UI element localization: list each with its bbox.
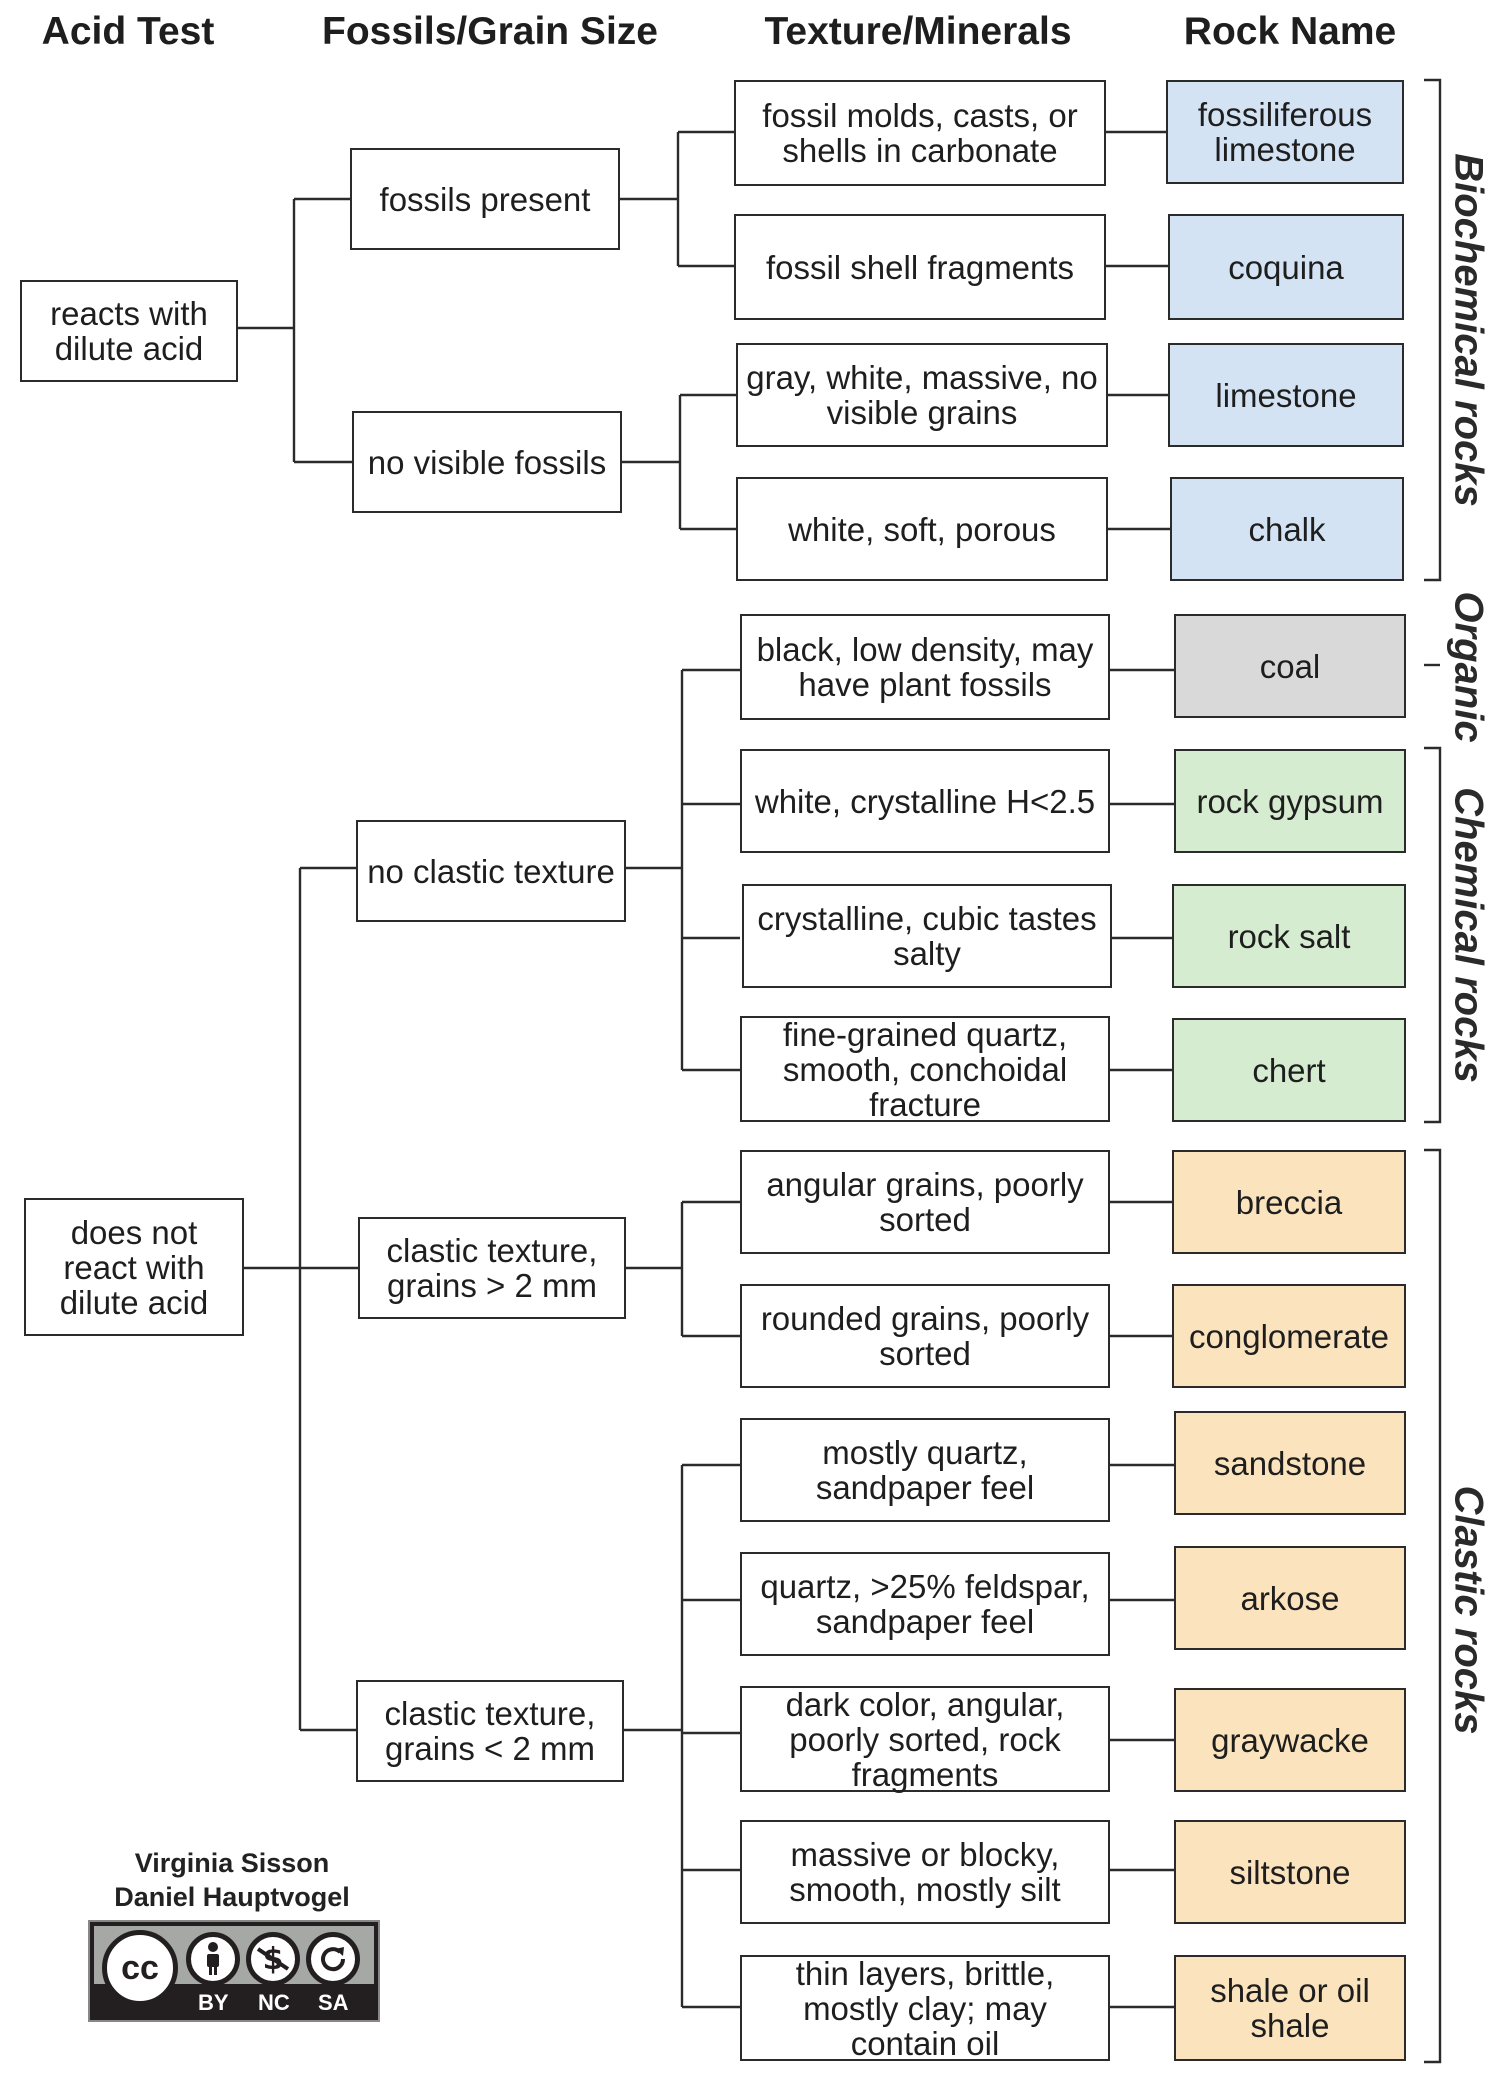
author-credit: Virginia Sisson <box>134 1848 330 1878</box>
node-no-clastic-texture: no clastic texture <box>356 820 626 922</box>
node-clastic-texture-lt2mm: clastic texture, grains < 2 mm <box>356 1680 624 1782</box>
group-label-organic: Organic <box>1446 591 1491 743</box>
cc-logo-icon: cc <box>102 1930 178 2006</box>
texture-box: black, low density, may have plant fossi… <box>740 614 1110 720</box>
node-fossils-present: fossils present <box>350 148 620 250</box>
rock-graywacke: graywacke <box>1174 1688 1406 1792</box>
texture-box: massive or blocky, smooth, mostly silt <box>740 1820 1110 1924</box>
license-by-label: BY <box>198 1990 229 2015</box>
rock-coquina: coquina <box>1168 214 1404 320</box>
texture-box: rounded grains, poorly sorted <box>740 1284 1110 1388</box>
texture-box: fossil molds, casts, or shells in carbon… <box>734 80 1106 186</box>
texture-box: thin layers, brittle, mostly clay; may c… <box>740 1955 1110 2061</box>
header-rock-name: Rock Name <box>1183 10 1397 53</box>
texture-box: mostly quartz, sandpaper feel <box>740 1418 1110 1522</box>
rock-rock-salt: rock salt <box>1172 884 1406 988</box>
texture-box: fine-grained quartz, smooth, conchoidal … <box>740 1016 1110 1122</box>
node-does-not-react: does not react with dilute acid <box>24 1198 244 1336</box>
creative-commons-badge: cc $ BY NC SA <box>88 1920 380 2022</box>
rock-limestone: limestone <box>1168 343 1404 447</box>
rock-conglomerate: conglomerate <box>1172 1284 1406 1388</box>
texture-box: angular grains, poorly sorted <box>740 1150 1110 1254</box>
texture-box: dark color, angular, poorly sorted, rock… <box>740 1686 1110 1792</box>
header-acid-test: Acid Test <box>41 10 215 53</box>
rock-breccia: breccia <box>1172 1150 1406 1254</box>
rock-rock-gypsum: rock gypsum <box>1174 749 1406 853</box>
rock-chert: chert <box>1172 1018 1406 1122</box>
rock-sandstone: sandstone <box>1174 1411 1406 1515</box>
rock-shale-or-oil-shale: shale or oil shale <box>1174 1955 1406 2061</box>
texture-box: quartz, >25% feldspar, sandpaper feel <box>740 1552 1110 1656</box>
noncommercial-dollar-icon: $ <box>246 1932 300 1986</box>
rock-siltstone: siltstone <box>1174 1820 1406 1924</box>
texture-box: fossil shell fragments <box>734 214 1106 320</box>
texture-box: crystalline, cubic tastes salty <box>742 884 1112 988</box>
attribution-person-icon <box>186 1932 240 1986</box>
sharealike-icon <box>306 1932 360 1986</box>
rock-fossiliferous-limestone: fossiliferous limestone <box>1166 80 1404 184</box>
license-sa-label: SA <box>318 1990 349 2015</box>
node-reacts-with-acid: reacts with dilute acid <box>20 280 238 382</box>
group-label-clastic: Clastic rocks <box>1446 1485 1491 1735</box>
texture-box: gray, white, massive, no visible grains <box>736 343 1108 447</box>
texture-box: white, soft, porous <box>736 477 1108 581</box>
author-credit: Daniel Hauptvogel <box>114 1882 350 1912</box>
license-nc-label: NC <box>258 1990 290 2015</box>
header-texture-minerals: Texture/Minerals <box>764 10 1072 53</box>
node-no-visible-fossils: no visible fossils <box>352 411 622 513</box>
group-label-chemical: Chemical rocks <box>1446 787 1491 1083</box>
group-label-biochemical: Biochemical rocks <box>1446 153 1491 507</box>
rock-arkose: arkose <box>1174 1546 1406 1650</box>
texture-box: white, crystalline H<2.5 <box>740 749 1110 853</box>
rock-coal: coal <box>1174 614 1406 718</box>
header-fossils-grain-size: Fossils/Grain Size <box>322 10 658 53</box>
node-clastic-texture-gt2mm: clastic texture, grains > 2 mm <box>358 1217 626 1319</box>
rock-chalk: chalk <box>1170 477 1404 581</box>
